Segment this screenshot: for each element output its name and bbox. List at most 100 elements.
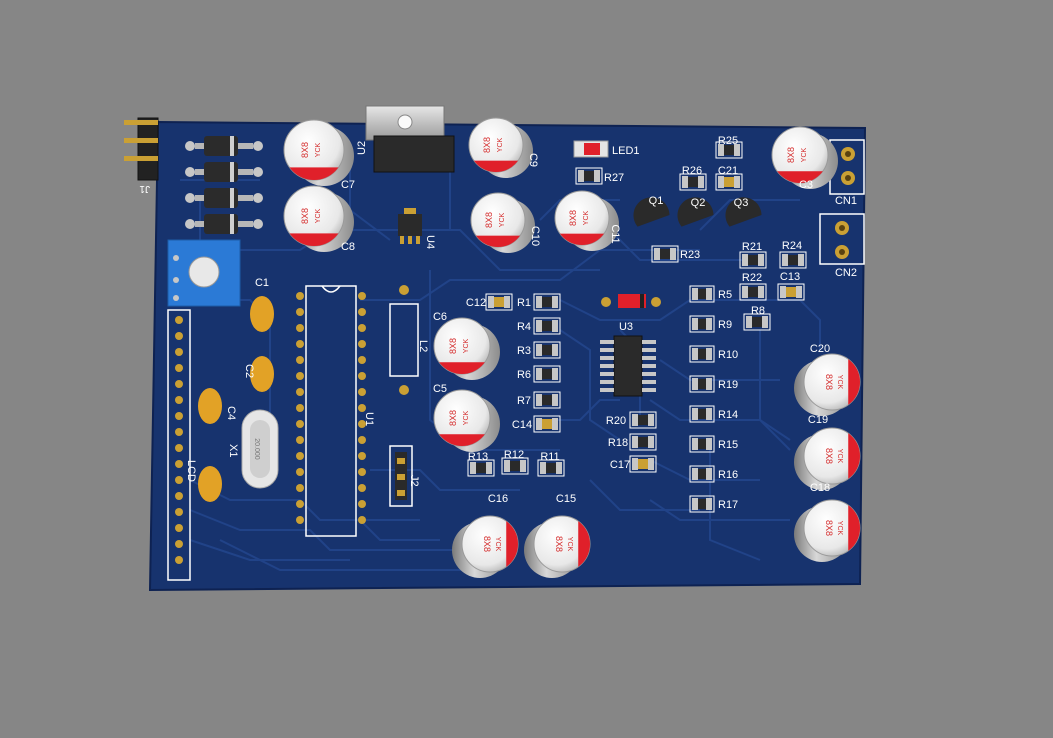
label-r6: R6 bbox=[517, 369, 531, 381]
label-c17: C17 bbox=[610, 459, 630, 471]
ic-u3: U3 bbox=[600, 321, 656, 397]
smd-r27: R27 bbox=[575, 167, 624, 185]
label-c8: C8 bbox=[341, 241, 355, 253]
label-lcd: LCD bbox=[185, 460, 197, 482]
cap-marking: YCK bbox=[463, 338, 470, 353]
electrolytic-cap-c6: 8X8 YCK C6 bbox=[433, 311, 500, 380]
label-r4: R4 bbox=[517, 321, 531, 333]
cap-marking: YCK bbox=[566, 537, 573, 552]
electrolytic-cap-c9: 8X8 YCK C9 bbox=[468, 117, 539, 178]
smd-c13: C13 bbox=[777, 271, 805, 301]
smd-r23: R23 bbox=[651, 245, 700, 263]
smd-r11: R11 bbox=[537, 451, 565, 477]
cap-marking: YCK bbox=[836, 521, 843, 536]
regulator-u2: U2 bbox=[356, 105, 455, 173]
label-r15: R15 bbox=[718, 439, 738, 451]
label-l2: L2 bbox=[417, 340, 429, 352]
label-r27: R27 bbox=[604, 172, 624, 184]
label-c19: C19 bbox=[808, 414, 828, 426]
cap-marking: YCK bbox=[315, 208, 322, 223]
label-r12: R12 bbox=[504, 449, 524, 461]
label-r8: R8 bbox=[751, 305, 765, 317]
label-j1: J1 bbox=[139, 183, 150, 194]
cap-marking: 8X8 bbox=[448, 338, 458, 354]
label-r25: R25 bbox=[718, 135, 738, 147]
smd-r12: R12 bbox=[501, 449, 529, 475]
cap-marking: 8X8 bbox=[824, 520, 834, 536]
inductor-l2: L2 bbox=[389, 285, 429, 395]
label-r9: R9 bbox=[718, 319, 732, 331]
label-c5: C5 bbox=[433, 383, 447, 395]
smd-r7: R7 bbox=[517, 391, 561, 409]
ic-u4: U4 bbox=[398, 208, 436, 249]
label-r11: R11 bbox=[540, 451, 559, 463]
label-xtal: 20.000 bbox=[253, 438, 260, 460]
smd-r26: R26 bbox=[679, 165, 707, 191]
label-c9: C9 bbox=[527, 153, 539, 167]
smd-r3: R3 bbox=[517, 341, 561, 359]
label-c6: C6 bbox=[433, 311, 447, 323]
smd-c12: C12 bbox=[466, 293, 513, 311]
lcd-header: LCD bbox=[167, 309, 197, 581]
cap-marking: YCK bbox=[583, 210, 590, 225]
label-r18: R18 bbox=[608, 437, 628, 449]
cap-marking: YCK bbox=[499, 212, 506, 227]
label-c2: C2 bbox=[243, 364, 255, 378]
smd-r16: R16 bbox=[689, 465, 738, 483]
label-c11: C11 bbox=[609, 224, 621, 243]
smd-r18: R18 bbox=[608, 433, 657, 451]
label-c1: C1 bbox=[255, 277, 269, 289]
label-c7: C7 bbox=[341, 179, 355, 191]
label-q1: Q1 bbox=[649, 195, 664, 207]
smd-r15: R15 bbox=[689, 435, 738, 453]
cap-marking: 8X8 bbox=[568, 210, 578, 226]
label-r17: R17 bbox=[718, 499, 738, 511]
cap-marking: 8X8 bbox=[482, 536, 492, 552]
label-u2: U2 bbox=[356, 141, 368, 155]
cap-marking: 8X8 bbox=[482, 137, 492, 153]
label-c15: C15 bbox=[556, 493, 576, 505]
cap-marking: YCK bbox=[494, 537, 501, 552]
label-j2: J2 bbox=[408, 475, 420, 487]
label-c14: C14 bbox=[512, 419, 532, 431]
cap-marking: YCK bbox=[497, 137, 504, 152]
label-r26: R26 bbox=[682, 165, 702, 177]
label-c20: C20 bbox=[810, 343, 830, 355]
label-c3: C3 bbox=[799, 179, 813, 191]
smd-r14: R14 bbox=[689, 405, 738, 423]
label-c10: C10 bbox=[529, 226, 541, 246]
label-cn2: CN2 bbox=[835, 267, 857, 279]
jumper-j2: J2 bbox=[389, 445, 420, 507]
cap-marking: YCK bbox=[836, 375, 843, 390]
label-led1: LED1 bbox=[612, 145, 640, 157]
smd-r1: R1 bbox=[517, 293, 561, 311]
label-u1: U1 bbox=[363, 412, 375, 426]
cap-marking: YCK bbox=[463, 410, 470, 425]
cap-marking: YCK bbox=[836, 449, 843, 464]
cap-marking: 8X8 bbox=[786, 147, 796, 163]
smd-r13: R13 bbox=[467, 451, 495, 477]
label-r7: R7 bbox=[517, 395, 531, 407]
label-q2: Q2 bbox=[691, 197, 706, 209]
label-c16: C16 bbox=[488, 493, 508, 505]
smd-r5: R5 bbox=[689, 285, 732, 303]
electrolytic-cap-c11: 8X8 YCK C11 bbox=[554, 190, 621, 251]
ceramic-caps: C1 C2 C4 bbox=[198, 277, 274, 502]
label-r22: R22 bbox=[742, 272, 762, 284]
crystal-x1: 20.000 X1 bbox=[227, 409, 279, 489]
smd-r21: R21 bbox=[739, 241, 767, 269]
potentiometer bbox=[167, 239, 241, 307]
label-cn1: CN1 bbox=[835, 195, 857, 207]
